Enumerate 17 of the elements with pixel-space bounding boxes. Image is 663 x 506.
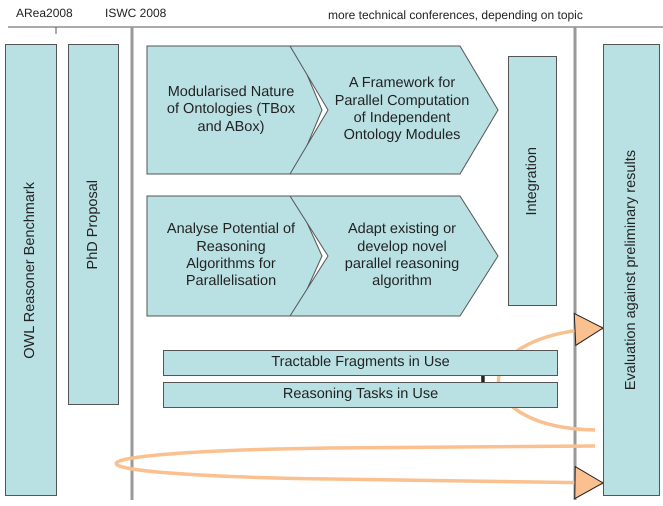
step-text: A Framework for Parallel Computation of Independent Ontology Modules <box>334 75 470 145</box>
timeline-label: more technical conferences, depending on topic <box>328 8 583 22</box>
vertical-bar: OWL Reasoner Benchmark <box>5 44 57 496</box>
vertical-bar: Integration <box>508 56 557 306</box>
step-text: Modularised Nature of Ontologies (TBox and ABox) <box>166 84 296 136</box>
timeline-label: ARea2008 <box>16 6 73 20</box>
horizontal-bar: Tractable Fragments in Use <box>163 350 558 376</box>
vertical-bar: PhD Proposal <box>68 44 119 405</box>
chevron-shape <box>147 196 322 316</box>
horizontal-bar: Reasoning Tasks in Use <box>163 382 558 408</box>
chevron-shape <box>147 46 322 174</box>
step-text: Analyse Potential of Reasoning Algorithms for Parallelisation <box>166 221 296 291</box>
timeline-label: ISWC 2008 <box>105 6 166 20</box>
curved-arrow <box>116 444 604 500</box>
step-text: Adapt existing or develop novel parallel reasoning algorithm <box>344 221 460 291</box>
connector-line <box>481 376 485 382</box>
vertical-bar: Evaluation against preliminary results <box>603 44 660 496</box>
